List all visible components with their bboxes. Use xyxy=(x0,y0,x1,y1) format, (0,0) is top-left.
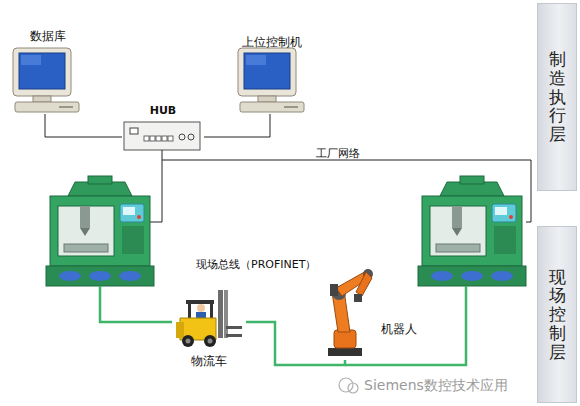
node-label: 机器人 xyxy=(381,321,417,338)
host-computer: 上位控制机 xyxy=(230,34,314,114)
watermark: Siemens数控技术应用 xyxy=(364,377,508,395)
node-label: 上位控制机 xyxy=(242,34,302,51)
network-label: 工厂网络 xyxy=(316,146,360,161)
network-line xyxy=(45,114,122,137)
robot: 机器人 xyxy=(305,262,417,360)
logistics-vehicle: 物流车 xyxy=(172,286,246,370)
network-line xyxy=(204,114,270,137)
node-label: 数据库 xyxy=(30,28,66,45)
node-label: HUB xyxy=(150,104,177,117)
bus-label: 现场总线（PROFINET） xyxy=(196,257,316,272)
layer-title: 现场控制层 xyxy=(549,268,566,361)
hub-device: HUB xyxy=(122,104,204,152)
layer-title: 制造执行层 xyxy=(549,50,566,143)
database-computer: 数据库 xyxy=(8,28,88,114)
layer-band: 制造执行层 xyxy=(537,3,577,191)
layer-band: 现场控制层 xyxy=(537,226,577,403)
fieldbus-line xyxy=(246,322,345,365)
node-label: 物流车 xyxy=(191,353,227,370)
